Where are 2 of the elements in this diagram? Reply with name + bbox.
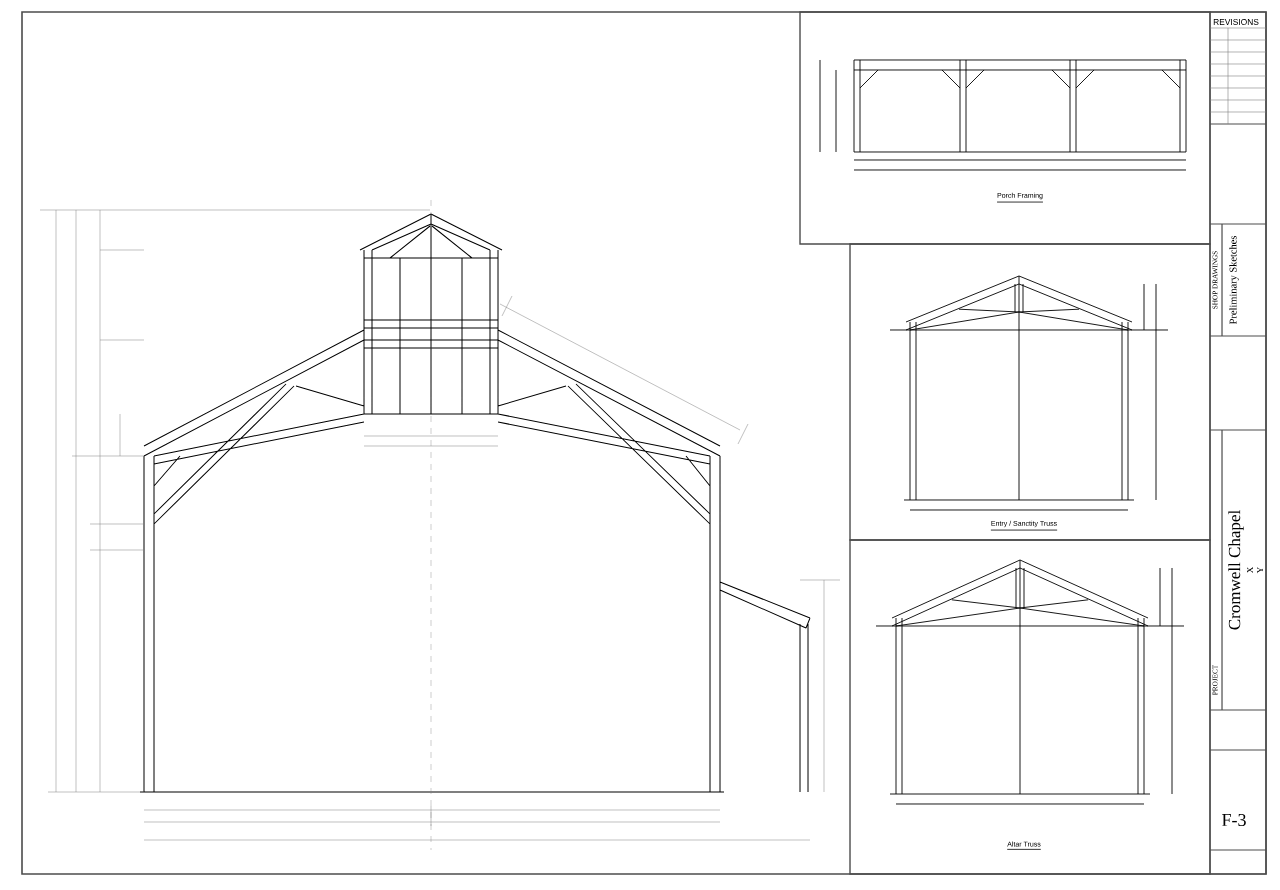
sheet-number: F-3 — [1222, 813, 1246, 827]
project-name: Cromwell Chapel — [1228, 510, 1244, 630]
